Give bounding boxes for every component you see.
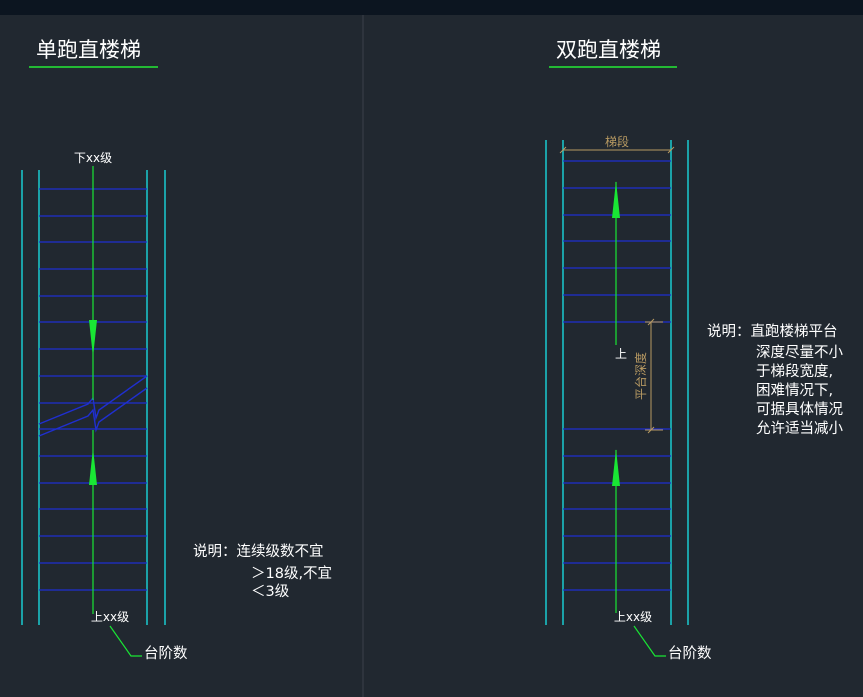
left-down-arrow-head — [89, 320, 97, 357]
right-lower-arrow-head — [612, 449, 620, 486]
right-note-line4: 困难情况下, — [756, 382, 833, 399]
right-walls — [545, 140, 689, 625]
right-leader-line — [633, 625, 666, 657]
right-note-line2: 深度尽量不小 — [756, 344, 843, 361]
right-width-label: 梯段 — [605, 134, 629, 149]
left-leader-line — [109, 625, 142, 657]
left-leader-label: 台阶数 — [144, 645, 188, 662]
left-up-arrow-head — [89, 448, 97, 485]
left-note-line3: ＜3级 — [251, 583, 289, 600]
left-bottom-label: 上xx级 — [91, 610, 129, 624]
right-upper-arrow-head — [612, 181, 620, 218]
left-title: 单跑直楼梯 — [36, 38, 141, 62]
left-break-line-top — [38, 375, 148, 425]
right-treads — [563, 160, 671, 591]
right-landing-label: 平台深度 — [633, 352, 648, 400]
width-dim-tick-right — [667, 146, 675, 154]
left-note-line1: 说明：连续级数不宜 — [193, 543, 324, 560]
right-title: 双跑直楼梯 — [556, 38, 661, 62]
right-landing-dimension — [645, 318, 663, 434]
left-stair-diagram: 单跑直楼梯 下xx级 上xx级 台阶数 说明：连续级数不宜 ＞18级,不宜 ＜3… — [21, 38, 332, 662]
right-stair-diagram: 双跑直楼梯 梯段 平台深度 上 上xx级 — [545, 38, 843, 662]
left-break-line-bottom — [38, 387, 148, 437]
right-mid-label: 上 — [615, 347, 627, 361]
right-note-line1: 说明：直跑楼梯平台 — [707, 323, 838, 340]
right-leader-label: 台阶数 — [668, 645, 712, 662]
left-top-label: 下xx级 — [74, 151, 112, 165]
right-note-line5: 可据具体情况 — [756, 401, 843, 418]
left-walls — [21, 170, 166, 625]
right-note-line6: 允许适当减小 — [756, 420, 843, 437]
left-note-line2: ＞18级,不宜 — [251, 565, 332, 582]
right-bottom-label: 上xx级 — [614, 610, 652, 624]
top-band — [0, 0, 863, 15]
right-note-line3: 于梯段宽度, — [756, 363, 833, 380]
width-dim-tick-left — [559, 146, 567, 154]
right-width-dimension — [559, 146, 675, 154]
